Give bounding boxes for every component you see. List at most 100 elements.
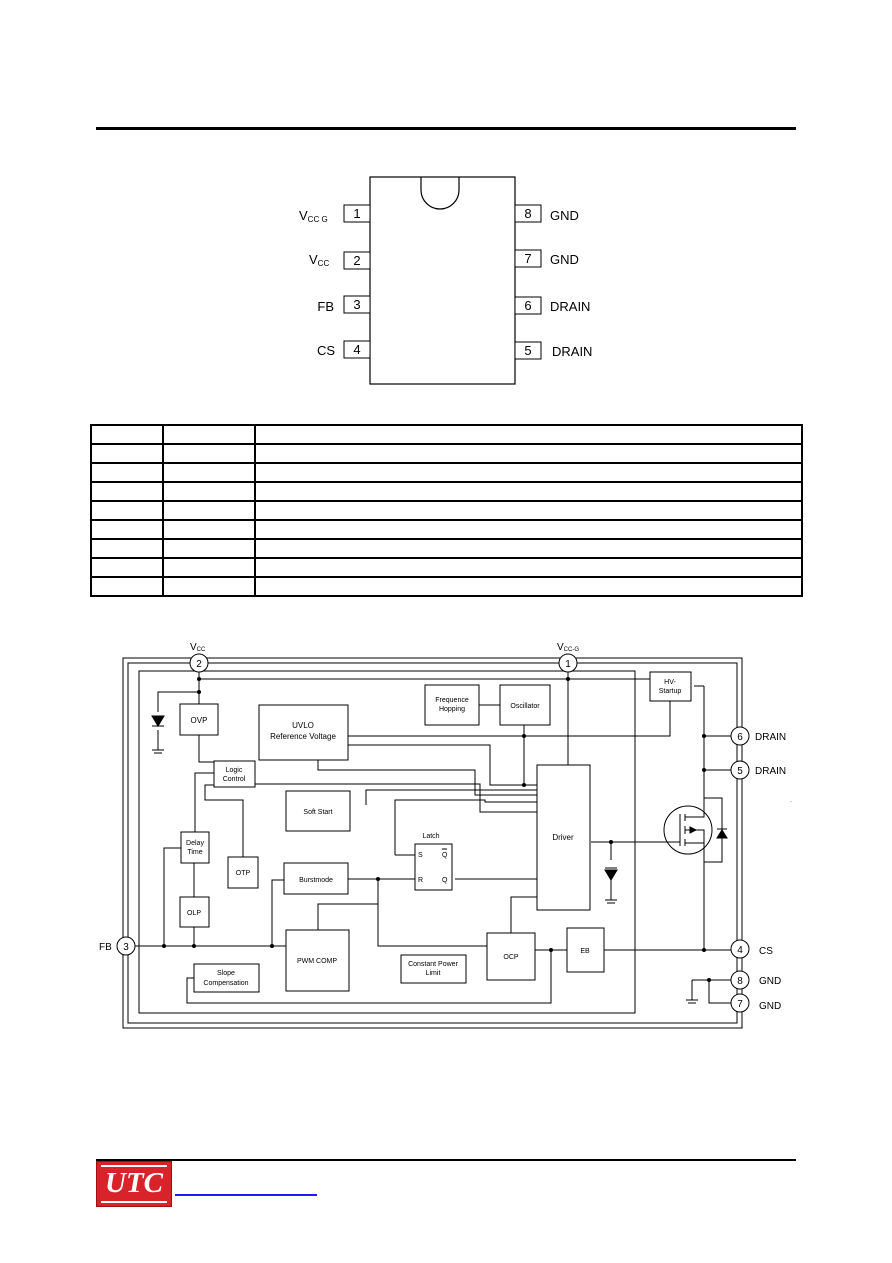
svg-text:Slope: Slope [217,970,235,977]
pin-table-cell [162,500,256,521]
terminal-label: DRAIN [755,766,786,777]
pin-table-cell [162,557,256,578]
pin-configuration-diagram: 1 VCC G 2 VCC 3 FB 4 CS 8 GND 7 GND 6 DR… [299,176,592,385]
pin-table-cell [90,462,164,483]
pin-table-cell [162,443,256,464]
terminal-number: 4 [737,945,743,956]
terminal-drain-6: 6 DRAIN [730,726,786,746]
block-leb: EB [566,927,605,973]
svg-text:Reference Voltage: Reference Voltage [270,732,336,741]
pin-table-row [90,538,803,559]
terminal-number: 8 [737,976,743,987]
svg-text:Driver: Driver [552,833,574,842]
pin-table-cell [254,576,803,597]
svg-text:Control: Control [223,776,246,783]
pin-table-cell [254,500,803,521]
zener-diode-icon [604,867,618,881]
pin-table-cell [162,424,256,445]
terminal-number: 7 [737,999,743,1010]
pin-table-cell [254,557,803,578]
pin-label: DRAIN [550,299,590,314]
svg-text:UVLO: UVLO [292,721,314,730]
terminal-label: DRAIN [755,732,786,743]
pin-table-cell [90,481,164,502]
svg-text:Startup: Startup [659,688,682,695]
block-ocp: OCP [486,932,536,981]
svg-text:Logic: Logic [226,767,243,774]
block-logic-control: Logic Control [213,760,256,788]
pin-number: 3 [353,297,360,312]
svg-text:OVP: OVP [191,716,208,725]
svg-text:Frequence: Frequence [435,697,469,704]
stray-mark: · [790,799,792,805]
pin-number: 2 [353,253,360,268]
terminal-drain-5: 5 DRAIN [730,760,786,780]
svg-text:Delay: Delay [186,840,204,847]
pin-8: 8 GND [514,204,579,223]
website-link-underline[interactable] [175,1194,317,1196]
terminal-number: 1 [565,659,571,670]
terminal-label: GND [759,1001,781,1012]
terminal-label: GND [759,976,781,987]
block-olp: OLP [179,896,210,928]
svg-text:R: R [418,877,423,884]
pin-table-row [90,443,803,464]
pin-table-row [90,424,803,445]
svg-text:Burstmode: Burstmode [299,877,333,884]
terminal-label: FB [99,942,112,953]
block-driver: Driver [536,764,591,911]
block-soft-start: Soft Start [285,790,351,832]
pin-label: GND [550,208,579,223]
pin-2: 2 VCC [309,251,371,270]
header-rule [96,127,796,130]
pin-table-cell [162,481,256,502]
block-uvlo-reference: UVLO Reference Voltage [258,704,349,761]
pin-number: 7 [524,251,531,266]
svg-text:Compensation: Compensation [203,980,248,987]
pin-table-row [90,519,803,540]
pin-table-cell [90,538,164,559]
ic-package-outline [369,176,516,385]
svg-text:Latch: Latch [422,833,439,840]
pin-table-cell [162,576,256,597]
svg-text:Hopping: Hopping [439,706,465,713]
pin-5: 5 DRAIN [514,341,592,360]
svg-text:S: S [418,852,423,859]
terminal-vcc: 2 VCC [189,642,209,673]
svg-text:Limit: Limit [426,970,441,977]
footer-rule [96,1159,796,1161]
svg-text:HV-: HV- [664,679,676,686]
pin-table-cell [90,576,164,597]
svg-text:OLP: OLP [187,910,201,917]
block-burstmode: Burstmode [283,862,349,895]
pin-label: DRAIN [552,344,592,359]
pin-table-cell [162,519,256,540]
svg-text:Oscillator: Oscillator [510,703,540,710]
pin-label: GND [550,252,579,267]
block-frequence-hopping: Frequence Hopping [424,684,480,726]
pin-4: 4 CS [317,340,371,359]
mosfet-icon [663,797,728,863]
terminal-number: 3 [123,942,129,953]
pin-table-cell [254,424,803,445]
pin-table-cell [90,500,164,521]
terminal-gnd-7: 7 GND [730,993,781,1013]
svg-text:PWM COMP: PWM COMP [297,958,337,965]
svg-text:OTP: OTP [236,870,251,877]
pin-table-cell [162,462,256,483]
pin-table-cell [90,519,164,540]
block-pwm-comp: PWM COMP [285,929,350,992]
pin-number: 5 [524,343,531,358]
ic-notch [420,177,460,210]
pin-number: 8 [524,206,531,221]
block-oscillator: Oscillator [499,684,551,726]
terminal-cs: 4 CS [730,939,773,959]
terminal-vccg: 1 VCC-G [557,642,579,673]
outer-frame-inner [127,662,738,1024]
logo-lettering: UTC [105,1167,163,1199]
pin-table-cell [90,443,164,464]
pin-table-cell [90,557,164,578]
pin-table-row [90,576,803,597]
pin-label: CS [317,343,335,358]
